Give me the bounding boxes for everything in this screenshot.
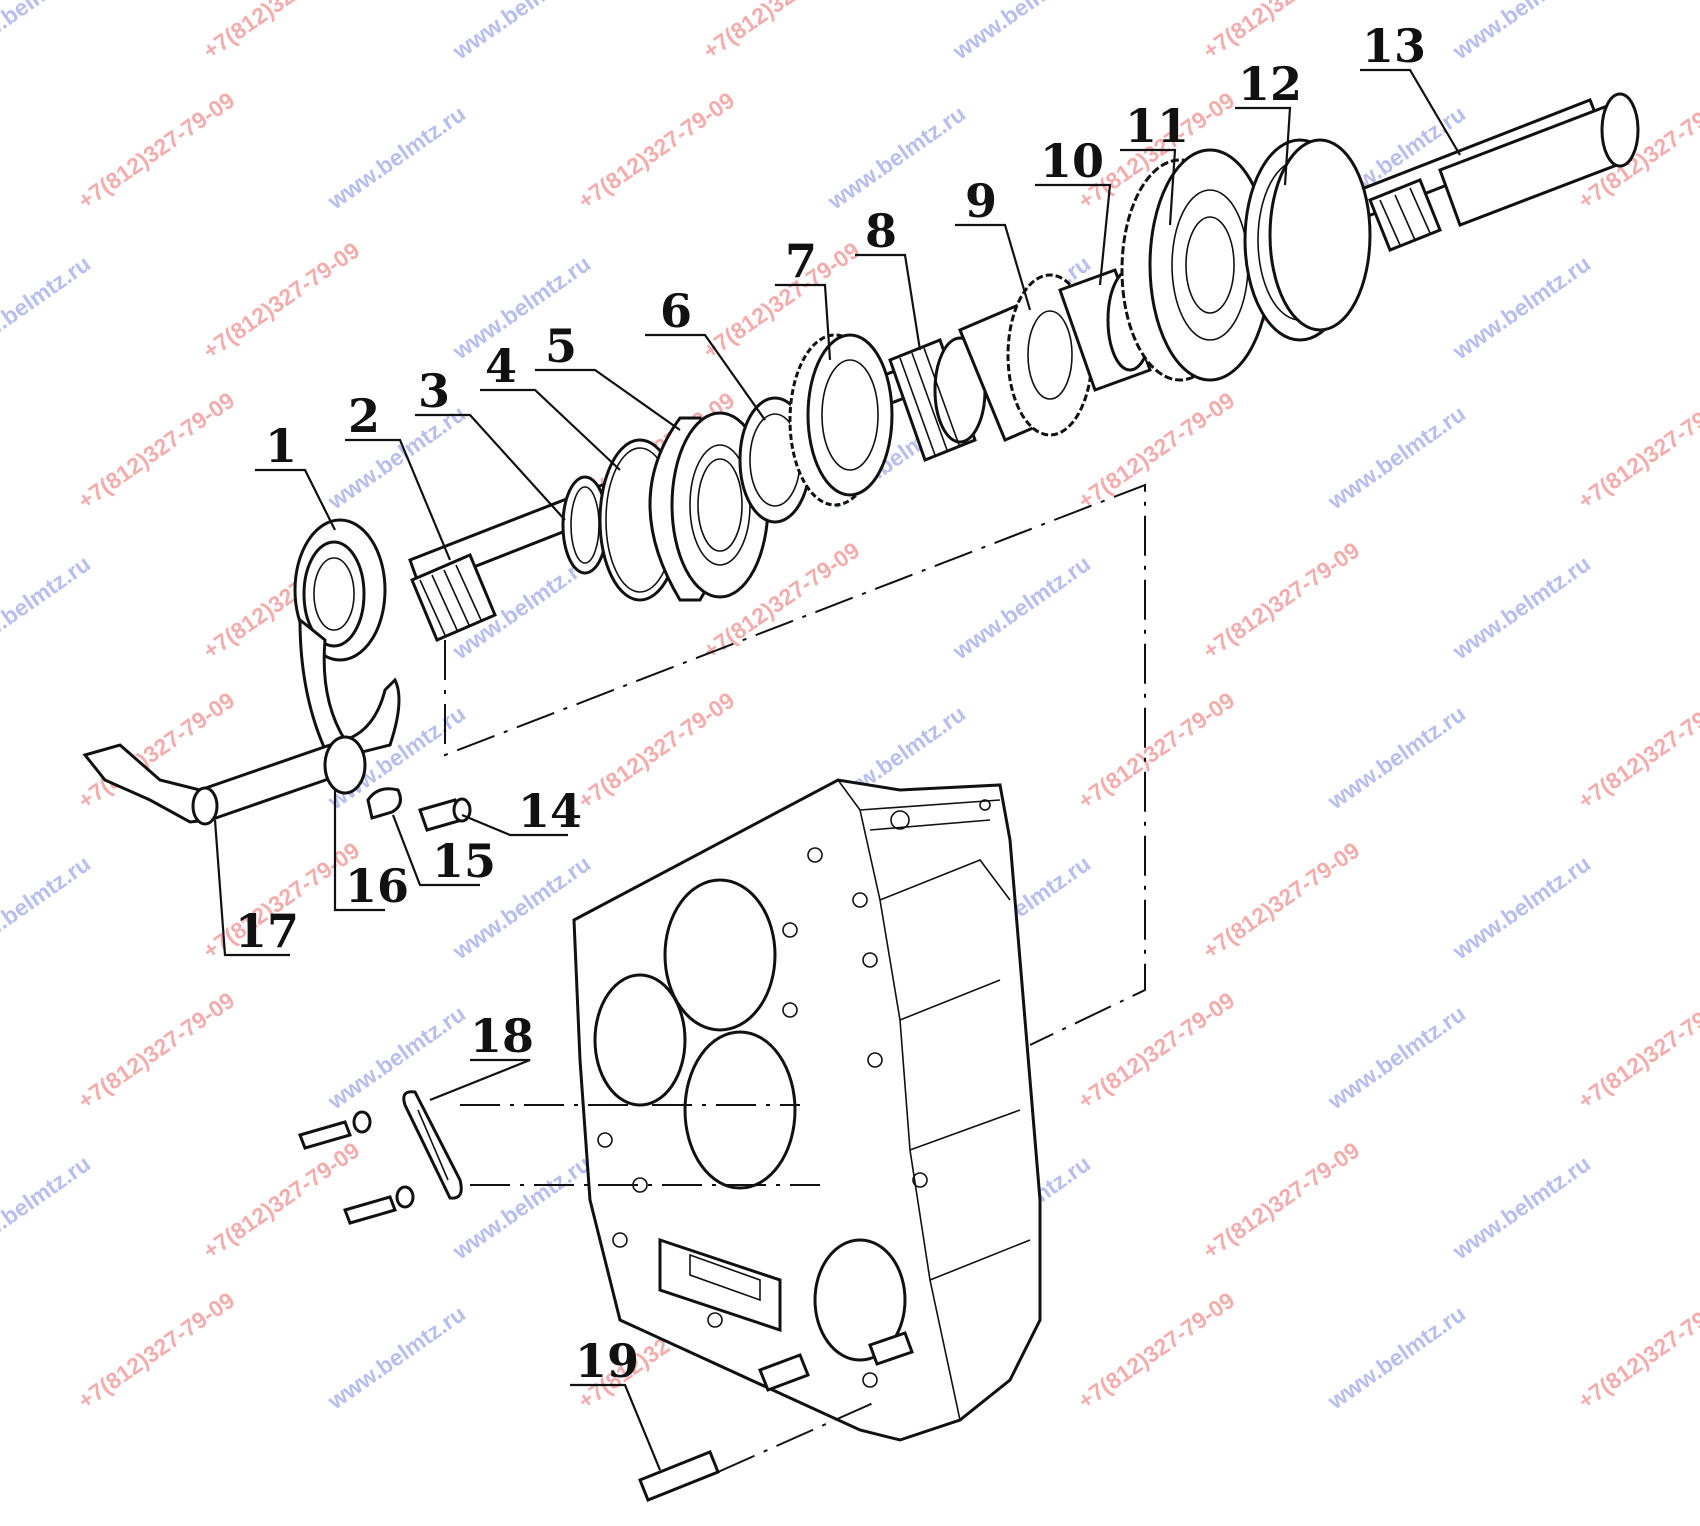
- callout-12: 12: [1238, 57, 1302, 111]
- callout-5: 5: [545, 319, 577, 373]
- callout-13: 13: [1362, 19, 1426, 73]
- watermark-site: www.belmtz.ru: [0, 250, 95, 364]
- watermark-phone: +7(812)327-79-09: [1573, 687, 1700, 814]
- callout-11: 11: [1125, 99, 1189, 153]
- watermark-site: www.belmtz.ru: [947, 550, 1095, 664]
- watermark-phone: +7(812)327-79-09: [1573, 987, 1700, 1114]
- watermark-phone: +7(812)327-79-09: [1198, 537, 1364, 664]
- callout-15: 15: [432, 834, 496, 888]
- watermark-phone: +7(812)327-79-09: [1198, 0, 1364, 64]
- splined-hub: [410, 553, 497, 642]
- watermark-phone: +7(812)327-79-09: [198, 1137, 364, 1264]
- callout-9: 9: [965, 174, 997, 228]
- watermark-site: www.belmtz.ru: [322, 1000, 470, 1114]
- watermark-phone: +7(812)327-79-09: [1073, 987, 1239, 1114]
- watermark-site: www.belmtz.ru: [1447, 850, 1595, 964]
- watermark-site: www.belmtz.ru: [322, 1300, 470, 1414]
- watermark-site: www.belmtz.ru: [447, 1150, 595, 1264]
- callout-1: 1: [265, 419, 297, 473]
- watermark-phone: +7(812)327-79-09: [73, 1287, 239, 1414]
- watermark-phone: +7(812)327-79-09: [73, 987, 239, 1114]
- watermark-site: www.belmtz.ru: [1447, 1150, 1595, 1264]
- callout-17: 17: [235, 904, 299, 958]
- watermark-phone: +7(812)327-79-09: [573, 87, 739, 214]
- watermark-phone: +7(812)327-79-09: [698, 0, 864, 64]
- watermark-site: www.belmtz.ru: [0, 0, 95, 65]
- watermark-site: www.belmtz.ru: [0, 1150, 95, 1264]
- watermark-site: www.belmtz.ru: [1322, 1000, 1470, 1114]
- pin-and-clip: [366, 787, 472, 832]
- callout-16: 16: [345, 859, 409, 913]
- callout-14: 14: [518, 784, 582, 838]
- callout-3: 3: [418, 364, 450, 418]
- watermark-site: www.belmtz.ru: [1322, 700, 1470, 814]
- watermark-phone: +7(812)327-79-09: [73, 387, 239, 514]
- watermark-site: www.belmtz.ru: [1447, 0, 1595, 65]
- callout-18: 18: [470, 1009, 534, 1063]
- watermark-phone: +7(812)327-79-09: [198, 237, 364, 364]
- callout-10: 10: [1040, 134, 1104, 188]
- watermark-phone: +7(812)327-79-09: [1198, 837, 1364, 964]
- watermark-phone: +7(812)327-79-09: [73, 87, 239, 214]
- watermark-phone: +7(812)327-79-09: [1198, 1137, 1364, 1264]
- callout-2: 2: [348, 389, 380, 443]
- callout-8: 8: [865, 204, 897, 258]
- housing-plate: [572, 778, 1042, 1442]
- watermark-phone: +7(812)327-79-09: [573, 687, 739, 814]
- watermark-site: www.belmtz.ru: [822, 100, 970, 214]
- watermark-site: www.belmtz.ru: [947, 0, 1095, 65]
- watermark-phone: +7(812)327-79-09: [1073, 687, 1239, 814]
- leader-lines: [213, 68, 1461, 1471]
- assembly-lines: [444, 483, 1146, 1473]
- watermark-site: www.belmtz.ru: [0, 850, 95, 964]
- watermark-site: www.belmtz.ru: [322, 100, 470, 214]
- callout-7: 7: [785, 234, 817, 288]
- watermark-site: www.belmtz.ru: [0, 550, 95, 664]
- callout-6: 6: [660, 284, 692, 338]
- watermark-site: www.belmtz.ru: [1322, 1300, 1470, 1414]
- callout-19: 19: [575, 1334, 639, 1388]
- bracket-and-bolts: [298, 1090, 463, 1225]
- watermark-phone: +7(812)327-79-09: [1073, 1287, 1239, 1414]
- watermark-phone: +7(812)327-79-09: [198, 0, 364, 64]
- shift-fork-assembly: [82, 616, 401, 826]
- watermark-site: www.belmtz.ru: [1322, 400, 1470, 514]
- shift-sleeve: [293, 518, 387, 662]
- watermark-site: www.belmtz.ru: [1447, 250, 1595, 364]
- bearing-12: [1243, 138, 1372, 342]
- watermark-phone: +7(812)327-79-09: [1073, 387, 1239, 514]
- watermark-site: www.belmtz.ru: [447, 0, 595, 65]
- callout-labels: 1 2 3 4 5 6 7 8 9 10 11 12 13 14 15 16 1…: [235, 19, 1426, 1388]
- watermark-phone: +7(812)327-79-09: [1573, 1287, 1700, 1414]
- watermark-phone: +7(812)327-79-09: [1573, 387, 1700, 514]
- watermark-site: www.belmtz.ru: [1447, 550, 1595, 664]
- gear-11: [1120, 148, 1272, 382]
- gear-7: [788, 333, 894, 507]
- callout-4: 4: [485, 339, 517, 393]
